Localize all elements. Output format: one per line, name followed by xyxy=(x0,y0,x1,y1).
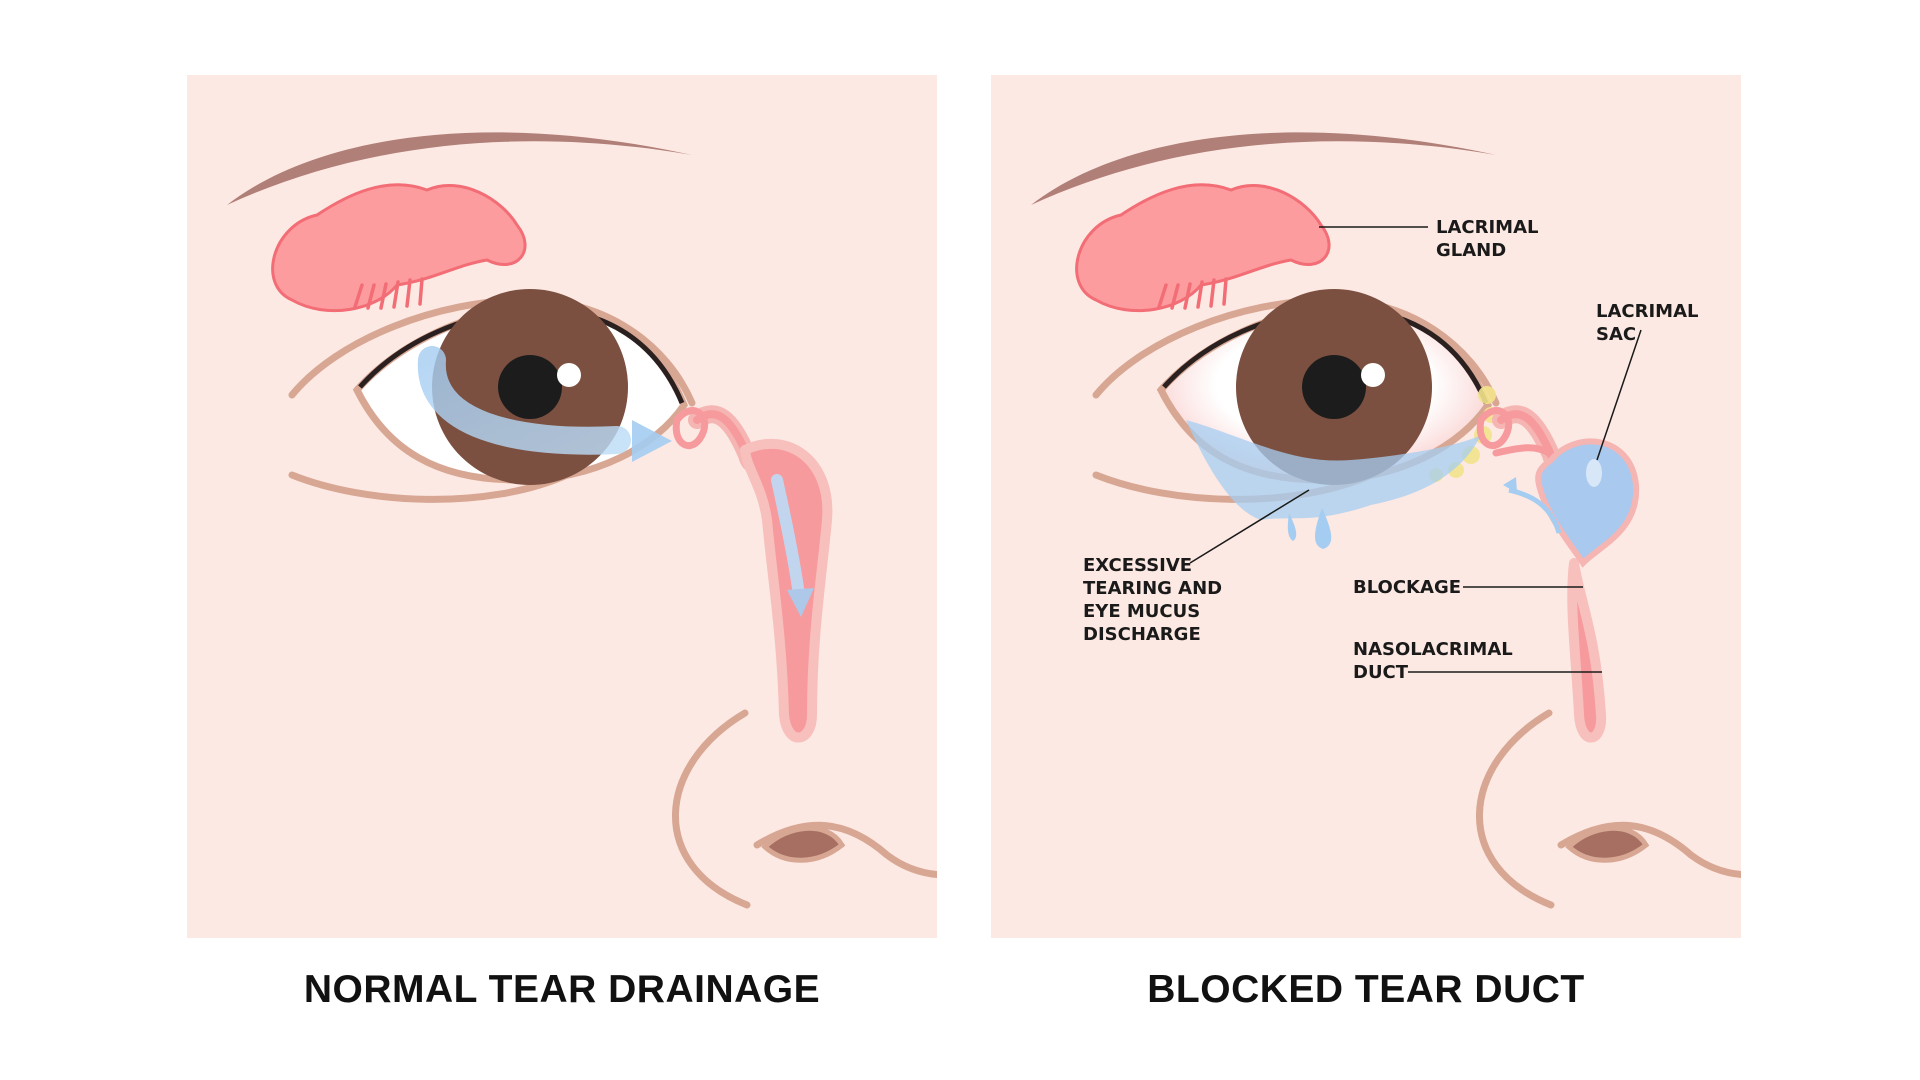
eye-icon xyxy=(1092,289,1500,520)
caption-blocked-duct: BLOCKED TEAR DUCT xyxy=(1147,968,1585,1011)
flow-arrow-icon xyxy=(417,346,814,617)
label-excessive-tearing: EXCESSIVE TEARING AND EYE MUCUS DISCHARG… xyxy=(1083,555,1228,645)
label-lacrimal-sac: LACRIMAL SAC xyxy=(1596,301,1705,345)
eyebrow-icon xyxy=(1031,132,1496,205)
tear-drop-icon xyxy=(1287,508,1332,549)
blocked-duct-panel: LACRIMAL GLAND LACRIMAL SAC EXCESSIVE TE… xyxy=(991,75,1741,938)
normal-drainage-panel xyxy=(187,75,937,938)
leader-lines xyxy=(1189,226,1642,673)
eyebrow-icon xyxy=(227,132,692,205)
blocked-duct-illustration: LACRIMAL GLAND LACRIMAL SAC EXCESSIVE TE… xyxy=(991,75,1741,938)
nose-icon xyxy=(672,709,937,909)
label-lacrimal-gland: LACRIMAL GLAND xyxy=(1436,217,1545,261)
label-blockage: BLOCKAGE xyxy=(1353,577,1461,598)
nose-icon xyxy=(1476,709,1741,909)
label-nasolacrimal-duct: NASOLACRIMAL DUCT xyxy=(1353,639,1519,683)
tear-duct-icon xyxy=(1476,405,1640,743)
tear-duct-icon xyxy=(672,405,833,743)
caption-normal-drainage: NORMAL TEAR DRAINAGE xyxy=(303,968,821,1011)
normal-drainage-illustration xyxy=(187,75,937,938)
lacrimal-gland-icon xyxy=(271,183,527,313)
lacrimal-gland-icon xyxy=(1075,183,1331,313)
